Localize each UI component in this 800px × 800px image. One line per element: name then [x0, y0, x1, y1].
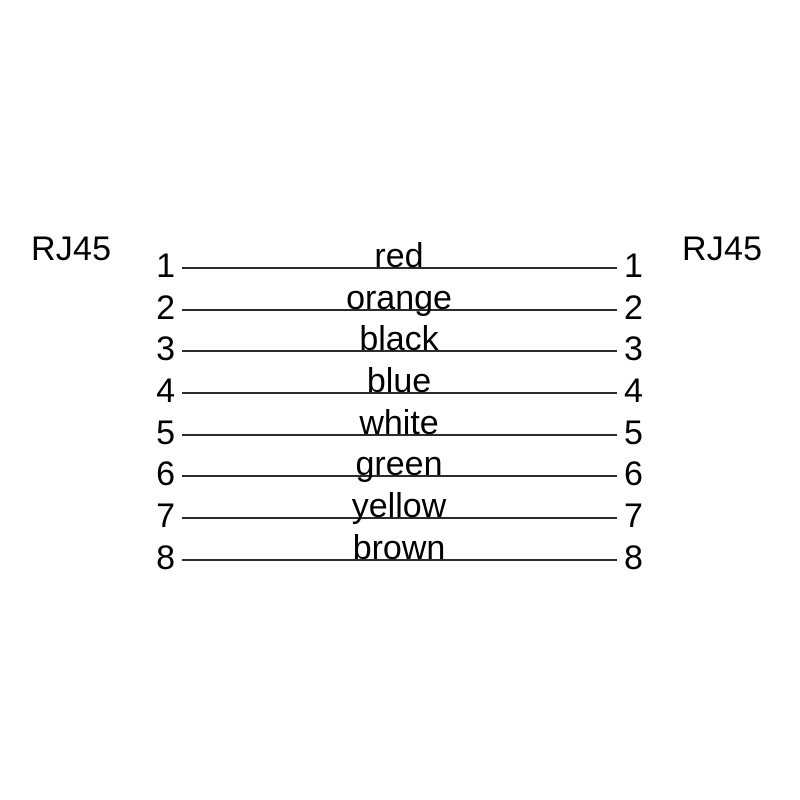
wire-line — [182, 267, 617, 269]
wire-color-label: black — [359, 320, 439, 358]
wire-line — [182, 559, 617, 561]
right-pin-number: 2 — [624, 289, 643, 327]
right-pin-number: 8 — [624, 539, 643, 577]
left-pin-number: 1 — [156, 247, 175, 285]
wire-color-label: green — [355, 445, 443, 483]
left-pin-number: 7 — [156, 497, 175, 535]
wire-color-label: blue — [366, 362, 432, 400]
wire-color-label: yellow — [351, 487, 447, 525]
wire-color-label: red — [374, 237, 424, 275]
left-pin-number: 8 — [156, 539, 175, 577]
wire-line — [182, 392, 617, 394]
right-pin-number: 5 — [624, 414, 643, 452]
right-pin-number: 1 — [624, 247, 643, 285]
wire-color-label: orange — [346, 279, 452, 317]
right-pin-number: 3 — [624, 330, 643, 368]
left-pin-number: 4 — [156, 372, 175, 410]
wire-line — [182, 475, 617, 477]
right-pin-number: 4 — [624, 372, 643, 410]
wire-line — [182, 309, 617, 311]
wire-color-label: white — [359, 404, 439, 442]
wire-line — [182, 517, 617, 519]
wire-color-label: brown — [352, 529, 446, 567]
wire-line — [182, 434, 617, 436]
right-pin-number: 6 — [624, 455, 643, 493]
left-pin-number: 6 — [156, 455, 175, 493]
left-pin-number: 3 — [156, 330, 175, 368]
left-pin-number: 2 — [156, 289, 175, 327]
right-pin-number: 7 — [624, 497, 643, 535]
left-pin-number: 5 — [156, 414, 175, 452]
wire-line — [182, 350, 617, 352]
right-connector-label: RJ45 — [682, 230, 763, 268]
left-connector-label: RJ45 — [31, 230, 112, 268]
